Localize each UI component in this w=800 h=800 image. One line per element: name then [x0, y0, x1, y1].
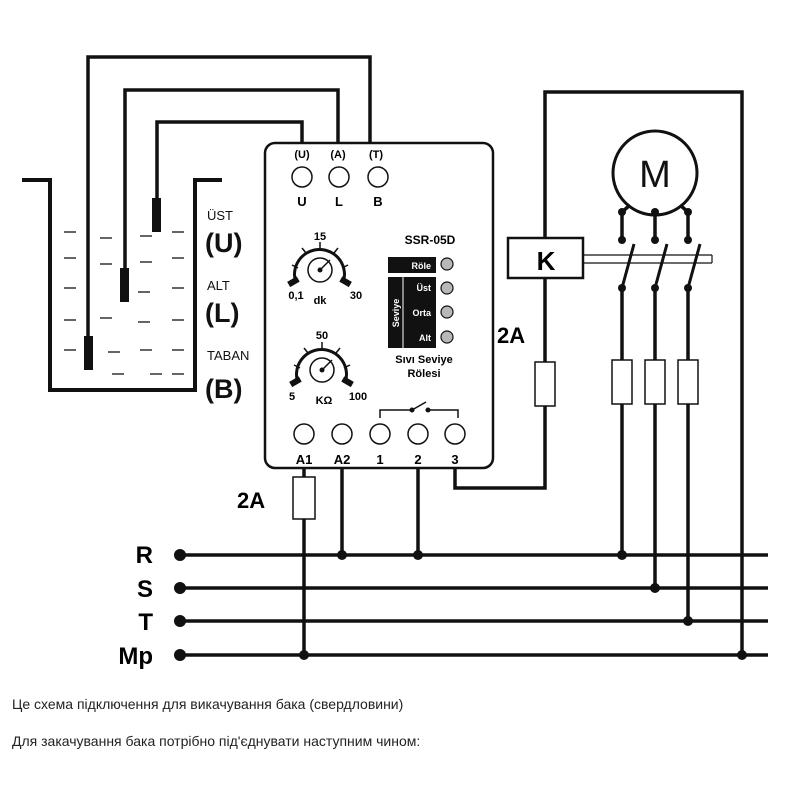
device-title-line2: Rölesi: [407, 368, 440, 380]
wiring-diagram: ÜST (U) ALT (L) TABAN (B) (U) (A) (T) U …: [22, 55, 768, 670]
sens-knob-top: 50: [316, 330, 328, 342]
probe-wires: [86, 55, 372, 340]
contactor-switches: [620, 243, 702, 289]
time-knob-max-top: 15: [314, 231, 326, 243]
fuse-supply-label: 2A: [497, 323, 525, 348]
tank: [22, 178, 222, 392]
terminal-label-2: 2: [414, 452, 421, 467]
terminal-label-u: U: [297, 194, 306, 209]
level-mark-l: (L): [205, 298, 239, 328]
led-panel-levels: [388, 277, 436, 348]
terminal-label-1: 1: [376, 452, 383, 467]
led-vertical-label: Seviye: [391, 299, 401, 328]
motor-phase-wires: [620, 203, 690, 621]
time-knob-min: 0,1: [288, 290, 303, 302]
line-label-r: R: [136, 542, 153, 569]
line-label-t: T: [138, 609, 153, 636]
sens-knob-unit: KΩ: [316, 395, 333, 407]
caption-pumping-out: Це схема підключення для викачування бак…: [12, 696, 404, 712]
led-label-ust: Üst: [416, 283, 431, 293]
led-label-role: Röle: [411, 261, 431, 271]
contactor-label: K: [537, 246, 556, 276]
supply-lines: [180, 553, 768, 657]
probes: [84, 198, 161, 370]
led-label-alt: Alt: [419, 333, 431, 343]
terminal-mark-a: (A): [330, 149, 346, 161]
terminal-label-a1: A1: [296, 452, 313, 467]
terminal-mark-t: (T): [369, 149, 383, 161]
phase-fuses: [611, 359, 699, 405]
terminal-label-b: B: [373, 194, 382, 209]
level-label-taban: TABAN: [207, 348, 249, 363]
status-leds: [440, 257, 454, 344]
led-panel-role: [388, 257, 436, 273]
terminal-mark-u: (U): [294, 149, 310, 161]
junction-dots: [299, 550, 747, 660]
caption-pumping-in: Для закачування бака потрібно під'єднува…: [12, 733, 421, 749]
sensitivity-knob: [289, 342, 354, 388]
led-label-orta: Orta: [412, 308, 432, 318]
bottom-terminals: [293, 423, 466, 445]
device-title-line1: Sıvı Seviye: [395, 354, 453, 366]
supply-line-start-dots: [174, 549, 186, 661]
time-knob-unit: dk: [314, 295, 328, 307]
level-mark-u: (U): [205, 228, 242, 258]
relay-contact-symbol: [379, 401, 459, 418]
level-mark-b: (B): [205, 374, 242, 404]
device-model: SSR-05D: [405, 233, 456, 247]
level-label-ust: ÜST: [207, 208, 233, 223]
terminal-label-l: L: [335, 194, 343, 209]
sens-knob-min: 5: [289, 391, 295, 403]
contactor-coil: [506, 236, 585, 280]
contactor-linkage: [583, 254, 713, 264]
time-knob-max: 30: [350, 290, 362, 302]
sens-knob-max: 100: [349, 391, 367, 403]
fuse-control: [292, 476, 316, 520]
terminal-label-3: 3: [451, 452, 458, 467]
line-label-mp: Mp: [118, 643, 153, 670]
motor-label: M: [639, 154, 671, 196]
liquid-dashes: [64, 231, 184, 375]
terminal-label-a2: A2: [334, 452, 351, 467]
level-label-alt: ALT: [207, 278, 230, 293]
time-knob: [287, 242, 352, 288]
line-label-s: S: [137, 576, 153, 603]
relay-body: [263, 141, 495, 470]
fuse-supply: [534, 361, 556, 407]
top-terminals: [291, 166, 389, 188]
fuse-control-label: 2A: [237, 488, 265, 513]
